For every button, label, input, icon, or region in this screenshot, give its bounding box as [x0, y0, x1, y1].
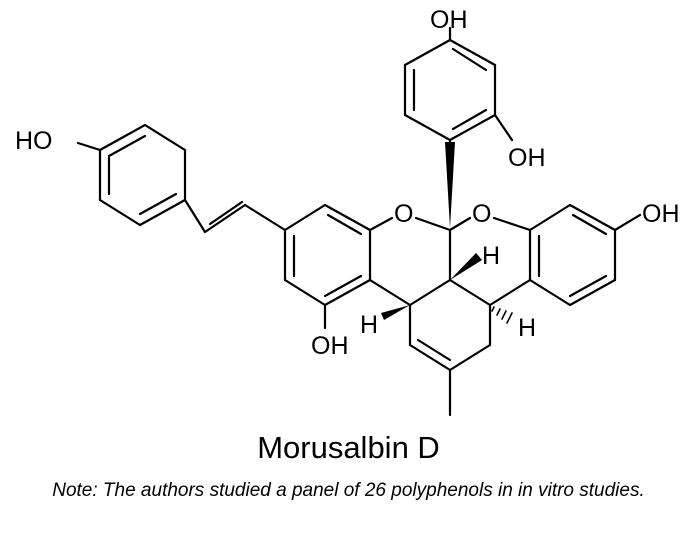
wedge-bond-aryl: [445, 142, 455, 228]
wedge-bond-h-center: [450, 253, 482, 280]
oh-bottom-label: OH: [311, 332, 349, 360]
oh-aryl-label: OH: [508, 144, 546, 172]
bonds: [76, 26, 642, 417]
chemical-structure: OH OH HO OH OH O O H H H: [15, 6, 680, 417]
hydrogen-center-label: H: [482, 242, 500, 270]
ho-left-label: HO: [15, 127, 53, 155]
oh-right-label: OH: [642, 200, 680, 228]
hydrogen-right-label: H: [518, 314, 536, 342]
oh-top-label: OH: [430, 6, 468, 34]
wedge-bond-h-left: [381, 305, 410, 320]
oxygen-right-label: O: [472, 200, 491, 228]
oxygen-left-label: O: [394, 200, 413, 228]
hashed-bond-h-right: [491, 306, 513, 324]
compound-name: Morusalbin D: [257, 430, 440, 465]
footnote: Note: The authors studied a panel of 26 …: [52, 480, 645, 501]
hydrogen-left-label: H: [360, 311, 378, 339]
